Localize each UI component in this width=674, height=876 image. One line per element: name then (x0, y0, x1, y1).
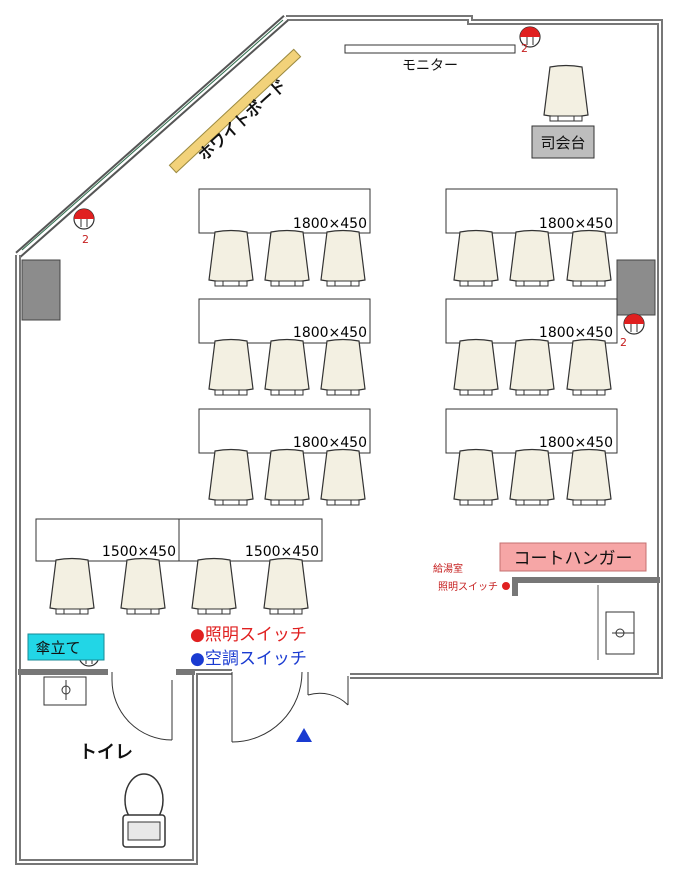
podium-chair (543, 64, 589, 122)
podium-label: 司会台 (540, 134, 585, 152)
table-size-label: 1800×450 (293, 325, 367, 341)
extinguisher-count: 2 (82, 233, 89, 246)
table-size-label: 1500×450 (102, 544, 176, 560)
toilet-sink (43, 676, 87, 706)
umbrella-stand (27, 633, 105, 661)
chair (208, 229, 254, 287)
chair (208, 448, 254, 506)
chair (263, 557, 309, 615)
column-right (616, 259, 656, 316)
entrance-door (231, 671, 349, 743)
coat-hanger-label: コートハンガー (514, 549, 633, 569)
chair (566, 229, 612, 287)
chair (453, 229, 499, 287)
table-size-label: 1800×450 (539, 435, 613, 451)
chair (453, 338, 499, 396)
chair (264, 338, 310, 396)
chair (320, 338, 366, 396)
chair (191, 557, 237, 615)
extinguisher-icon (73, 208, 95, 230)
monitor-label: モニター (402, 58, 458, 74)
ac-switch-label: ●空調スイッチ (190, 649, 307, 669)
chair (453, 448, 499, 506)
table-size-label: 1800×450 (539, 216, 613, 232)
chair (566, 338, 612, 396)
chair (509, 448, 555, 506)
chair (120, 557, 166, 615)
table (198, 188, 371, 234)
table (445, 188, 618, 234)
toilet-door (111, 672, 173, 741)
chair (320, 229, 366, 287)
chair (264, 448, 310, 506)
toilet-bowl-icon (122, 773, 166, 848)
table (35, 518, 180, 562)
table-size-label: 1800×450 (293, 435, 367, 451)
chair (264, 229, 310, 287)
table-size-label: 1800×450 (539, 325, 613, 341)
kitchen-light-switch-label: 照明スイッチ (438, 581, 498, 593)
chair (49, 557, 95, 615)
walls (15, 15, 663, 865)
kitchen-light-switch-icon (502, 582, 510, 590)
chair (208, 338, 254, 396)
extinguisher-icon (623, 313, 645, 335)
extinguisher-count: 2 (521, 42, 528, 55)
toilet-label: トイレ (79, 742, 133, 763)
light-switch-label: ●照明スイッチ (190, 625, 307, 645)
column-left (21, 259, 61, 321)
table (198, 408, 371, 454)
chair (509, 229, 555, 287)
table (178, 518, 323, 562)
monitor (344, 44, 516, 54)
entrance-marker-icon (296, 728, 312, 742)
table-size-label: 1500×450 (245, 544, 319, 560)
podium (531, 125, 595, 159)
umbrella-stand-label: 傘立て (35, 639, 80, 657)
extinguisher-count: 2 (620, 336, 627, 349)
table-size-label: 1800×450 (293, 216, 367, 232)
table (445, 408, 618, 454)
chair (320, 448, 366, 506)
kitchen-label: 給湯室 (433, 562, 463, 575)
coat-hanger (499, 542, 647, 572)
chair (566, 448, 612, 506)
chair (509, 338, 555, 396)
